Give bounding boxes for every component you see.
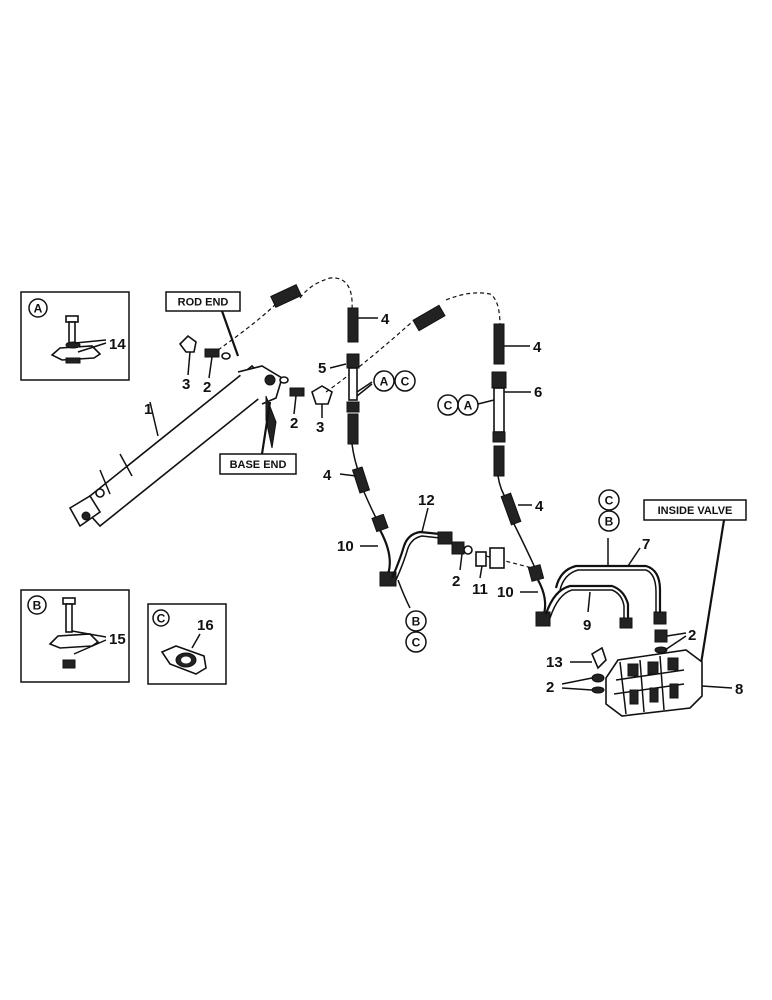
rod-end-elbow-3 bbox=[178, 334, 197, 353]
detail-c-letter: C bbox=[157, 612, 166, 626]
leader-16 bbox=[191, 633, 201, 649]
rod-end-washer-2 bbox=[204, 348, 231, 360]
part-number-12: 12 bbox=[418, 492, 435, 509]
part-number-11: 11 bbox=[472, 581, 488, 598]
leader-15 bbox=[71, 630, 107, 655]
part-number-2-rod: 2 bbox=[203, 379, 211, 396]
detail-a-frame bbox=[20, 291, 130, 381]
detail-b-frame bbox=[20, 589, 130, 683]
clamp-ref-label-b-tube12: B bbox=[412, 615, 421, 629]
base-end-elbow-3 bbox=[311, 385, 333, 405]
clamp-ref-label-a-left: A bbox=[380, 375, 389, 389]
adapter-6 bbox=[491, 371, 507, 477]
clamp-ref-label-b-tube7: B bbox=[605, 515, 614, 529]
clamp-ref-b-tube7: B bbox=[598, 510, 620, 532]
hose-route-base bbox=[325, 321, 413, 393]
clamp-ref-label-c-tube7: C bbox=[605, 494, 614, 508]
part-number-6: 6 bbox=[534, 384, 542, 401]
part-number-4-lower-left: 4 bbox=[323, 467, 332, 484]
detail-b-letter: B bbox=[33, 599, 42, 613]
elbow-13 bbox=[590, 646, 607, 670]
detail-c-letter-circle bbox=[152, 609, 170, 627]
detail-b-letter-circle bbox=[27, 595, 47, 615]
part-number-15: 15 bbox=[109, 631, 126, 648]
tube-9 bbox=[544, 584, 633, 629]
elbow-10-right bbox=[527, 564, 551, 627]
part-number-2-base: 2 bbox=[290, 415, 298, 432]
hose-route-right bbox=[445, 292, 501, 327]
clamp-ref-label-c-left: C bbox=[401, 375, 410, 389]
base-end-callout: BASE END bbox=[219, 401, 297, 475]
part-number-4-top-right: 4 bbox=[533, 339, 542, 356]
clamp-bolt-b-icon bbox=[48, 597, 100, 669]
clamp-ref-b-tube12: B bbox=[405, 610, 427, 632]
part-number-13: 13 bbox=[546, 654, 563, 671]
pipe-clamp-c-icon bbox=[160, 645, 207, 675]
hose-4-lower-right bbox=[500, 492, 522, 526]
connector-11 bbox=[475, 547, 505, 569]
rod-end-label: ROD END bbox=[178, 297, 229, 309]
rod-end-callout: ROD END bbox=[165, 291, 241, 357]
clamp-ref-c-tube12: C bbox=[405, 631, 427, 653]
clamp-ref-a-left: A bbox=[373, 370, 395, 392]
inside-valve-callout: INSIDE VALVE bbox=[643, 499, 747, 671]
part-number-2-tee: 2 bbox=[452, 573, 460, 590]
clamp-ref-c-right: C bbox=[437, 394, 459, 416]
hose-4-top-left bbox=[347, 307, 359, 343]
part-number-2-valve-top: 2 bbox=[688, 627, 696, 644]
detail-view-b: B 15 bbox=[20, 589, 130, 683]
clamp-ref-label-a-right: A bbox=[464, 399, 473, 413]
hydraulic-cylinder bbox=[68, 364, 283, 528]
part-number-7: 7 bbox=[642, 536, 650, 553]
elbow-10-left bbox=[371, 513, 397, 587]
part-number-4-lower-right: 4 bbox=[535, 498, 544, 515]
detail-view-c: C 16 bbox=[147, 603, 227, 685]
hose-route-left bbox=[299, 277, 353, 311]
leader-14 bbox=[74, 339, 107, 353]
inside-valve-label: INSIDE VALVE bbox=[658, 505, 733, 517]
tee-washer-2 bbox=[451, 541, 473, 555]
control-valve bbox=[605, 649, 703, 717]
base-end-washer-2 bbox=[279, 376, 305, 397]
base-end-label: BASE END bbox=[230, 459, 287, 471]
part-number-2-valve-bottom: 2 bbox=[546, 679, 554, 696]
tube-7 bbox=[554, 564, 667, 625]
valve-bottom-washer-2 bbox=[591, 673, 605, 694]
part-number-9: 9 bbox=[583, 617, 591, 634]
part-number-10-right: 10 bbox=[497, 584, 514, 601]
part-number-14: 14 bbox=[109, 336, 126, 353]
hose-fitting-top-right bbox=[412, 304, 446, 332]
part-number-10-left: 10 bbox=[337, 538, 354, 555]
part-number-1: 1 bbox=[144, 401, 152, 418]
detail-a-letter: A bbox=[34, 302, 43, 316]
part-number-5: 5 bbox=[318, 360, 326, 377]
part-number-3-rod: 3 bbox=[182, 376, 190, 393]
tube-12 bbox=[390, 530, 453, 581]
clamp-ref-c-tube7: C bbox=[598, 489, 620, 511]
detail-view-a: A 14 bbox=[20, 291, 130, 381]
detail-a-letter-circle bbox=[28, 298, 48, 318]
clamp-bolt-a-icon bbox=[50, 315, 102, 364]
leader-1 bbox=[149, 401, 159, 437]
clamp-ref-label-c-right: C bbox=[444, 399, 453, 413]
clamp-ref-c-left: C bbox=[394, 370, 416, 392]
part-number-16: 16 bbox=[197, 617, 214, 634]
clamp-ref-label-c-tube12: C bbox=[412, 636, 421, 650]
hose-4-top-right bbox=[493, 323, 505, 365]
hose-4-lower-left bbox=[351, 466, 371, 494]
part-number-4-top-left: 4 bbox=[381, 311, 390, 328]
hose-fitting-top-left bbox=[270, 283, 302, 309]
clamp-ref-a-right: A bbox=[457, 394, 479, 416]
part-number-3-base: 3 bbox=[316, 419, 324, 436]
valve-top-washer-2 bbox=[654, 629, 668, 654]
detail-c-frame bbox=[147, 603, 227, 685]
adapter-5 bbox=[346, 353, 360, 445]
part-number-8: 8 bbox=[735, 681, 743, 698]
